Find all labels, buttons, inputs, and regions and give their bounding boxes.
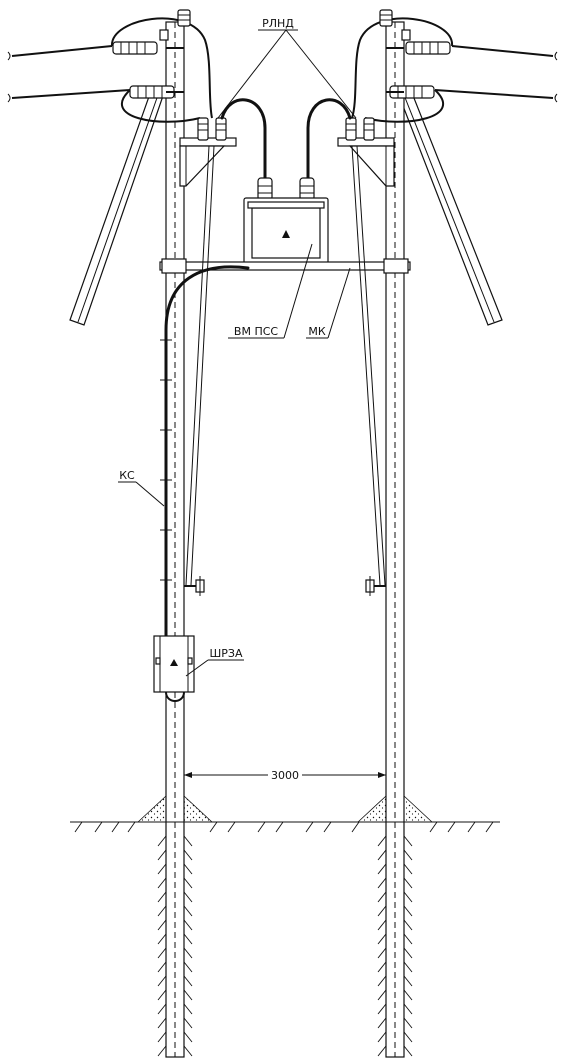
ground-hatch-stroke — [183, 961, 193, 973]
dimension-line: 3000 — [183, 768, 387, 782]
rlnd-label: РЛНД — [262, 17, 294, 30]
right-pole — [385, 21, 405, 1058]
ground-hatch-stroke — [183, 1003, 193, 1015]
ground-hatch-stroke — [377, 1031, 387, 1043]
ground-hatch-stroke — [157, 1003, 167, 1015]
ground-hatch-stroke — [157, 975, 167, 987]
right-brace — [397, 87, 503, 326]
dimension-label: 3000 — [271, 769, 299, 782]
platform-beam — [159, 258, 411, 274]
left-brace — [69, 87, 165, 326]
ground-hatch-stroke — [157, 1017, 167, 1029]
ground-hatch-stroke — [403, 919, 413, 931]
left-disconnector — [179, 117, 237, 187]
ground-hatch-stroke — [377, 933, 387, 945]
ground-hatch-stroke — [157, 891, 167, 903]
insulators — [112, 9, 451, 99]
warning-triangle-icon — [282, 230, 290, 238]
ground-line — [70, 795, 500, 833]
left-pole — [165, 21, 185, 1058]
ground-hatch-stroke — [157, 835, 167, 847]
ground-hatch-stroke — [403, 877, 413, 889]
ground-hatch-stroke — [377, 1003, 387, 1015]
warning-triangle-icon — [170, 659, 178, 666]
ground-hatch-stroke — [157, 933, 167, 945]
ground-hatch-stroke — [377, 961, 387, 973]
vacuum-breaker — [243, 177, 329, 270]
ground-hatch-stroke — [403, 1003, 413, 1015]
ground-hatch-stroke — [403, 863, 413, 875]
ground-hatch-stroke — [183, 863, 193, 875]
ground-hatch-stroke — [403, 961, 413, 973]
ground-hatch-stroke — [157, 877, 167, 889]
ground-hatch-stroke — [183, 919, 193, 931]
ground-hatch-stroke — [403, 1045, 413, 1057]
ground-hatch-stroke — [377, 989, 387, 1001]
ground-hatch-stroke — [183, 849, 193, 861]
ground-hatch-stroke — [403, 989, 413, 1001]
ground-hatch-stroke — [183, 1031, 193, 1043]
ground-hatch-stroke — [377, 1045, 387, 1057]
ground-hatch-stroke — [403, 975, 413, 987]
ground-hatch-stroke — [377, 947, 387, 959]
ground-hatch-stroke — [183, 877, 193, 889]
ground-hatch-stroke — [157, 989, 167, 1001]
ground-hatch-stroke — [183, 933, 193, 945]
drive-rods — [184, 145, 386, 596]
ground-hatch-stroke — [403, 1017, 413, 1029]
ground-hatch-stroke — [403, 849, 413, 861]
ground-hatch-stroke — [377, 891, 387, 903]
ground-hatch-stroke — [183, 905, 193, 917]
ground-hatch-stroke — [183, 891, 193, 903]
breaker-cables — [220, 98, 352, 180]
ground-hatch-stroke — [403, 905, 413, 917]
incoming-lines — [7, 45, 558, 103]
ks-label: КС — [119, 469, 135, 482]
jumper-loops — [110, 17, 454, 123]
ground-hatch-stroke — [157, 1031, 167, 1043]
ground-hatch-stroke — [157, 947, 167, 959]
ground-hatch-stroke — [157, 961, 167, 973]
ground-hatch-stroke — [377, 849, 387, 861]
ground-hatch-stroke — [377, 1017, 387, 1029]
ground-hatch-stroke — [183, 947, 193, 959]
ground-hatch-stroke — [157, 905, 167, 917]
ground-hatch-stroke — [183, 989, 193, 1001]
ground-hatch-stroke — [183, 1045, 193, 1057]
ground-hatch-stroke — [377, 835, 387, 847]
ground-hatch-stroke — [157, 919, 167, 931]
shrza-label: ШРЗА — [210, 647, 243, 660]
control-cable — [160, 265, 250, 642]
ground-hatch-stroke — [157, 849, 167, 861]
ground-hatch-stroke — [403, 1031, 413, 1043]
ground-hatch-stroke — [183, 1017, 193, 1029]
right-disconnector — [337, 117, 395, 187]
ground-hatch-stroke — [403, 891, 413, 903]
ground-hatch-stroke — [183, 975, 193, 987]
ground-hatch-stroke — [377, 975, 387, 987]
ground-hatch-stroke — [377, 919, 387, 931]
relay-cabinet — [153, 635, 195, 702]
underground-hatch — [157, 835, 413, 1057]
ground-hatch-stroke — [377, 905, 387, 917]
ground-hatch-stroke — [377, 863, 387, 875]
ground-hatch-stroke — [157, 863, 167, 875]
vm-pss-label: ВМ ПСС — [234, 325, 278, 338]
ground-hatch-stroke — [403, 933, 413, 945]
ground-hatch-stroke — [403, 835, 413, 847]
ground-hatch-stroke — [183, 835, 193, 847]
ground-hatch-stroke — [377, 877, 387, 889]
ground-hatch-stroke — [157, 1045, 167, 1057]
labels: РЛНД ВМ ПСС МК КС ШРЗА — [118, 17, 357, 677]
ground-hatch-stroke — [403, 947, 413, 959]
mk-label: МК — [308, 325, 325, 338]
